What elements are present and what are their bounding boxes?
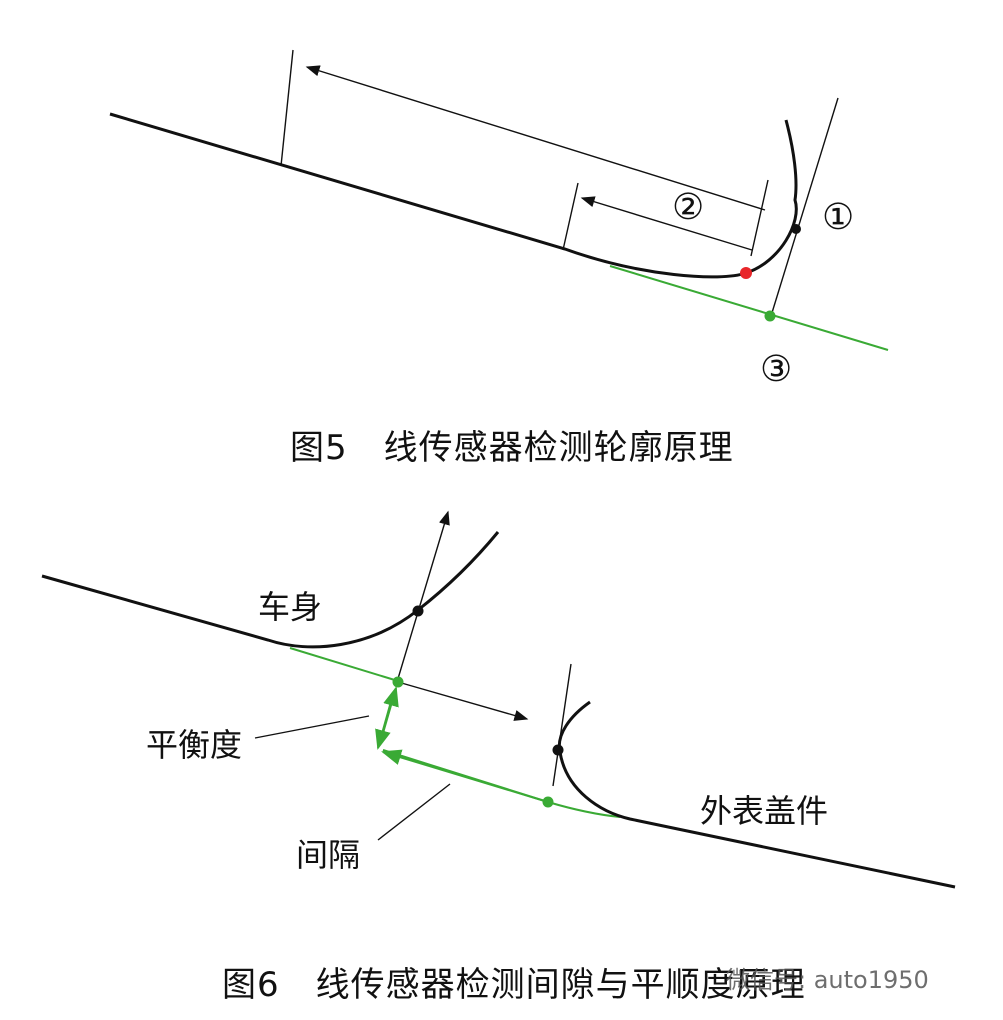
fig6-cover-normal-line (552, 663, 572, 787)
fig5-caption-number: 图5 (290, 428, 348, 468)
fig6-body-point-green (392, 676, 404, 688)
fig6-gap-leader (377, 783, 451, 841)
fig6-gap-arrow (381, 749, 549, 803)
fig6-cover-point-green (542, 796, 554, 808)
fig6-label-body: 车身 (258, 588, 323, 626)
fig6-body-normal-arrow (396, 510, 450, 683)
fig5-caption-text: 线传感器检测轮廓原理 (383, 428, 734, 468)
fig5-extension-line-a (280, 49, 294, 167)
fig5-point-3-green (764, 310, 776, 322)
fig6-caption-number: 图6 (222, 965, 280, 1005)
fig5-point-1 (791, 224, 801, 234)
fig5-caption: 图5 线传感器检测轮廓原理 (290, 420, 734, 469)
fig5-dimension-arrow-short (580, 196, 753, 251)
fig5-marker-3: ③ (760, 349, 793, 390)
fig5-extension-line-c (750, 179, 769, 257)
fig6-label-flush: 平衡度 (146, 726, 243, 764)
fig6-caption: 图6 线传感器检测间隙与平顺度原理 (222, 957, 806, 1006)
figure5-diagram (109, 49, 889, 351)
wechat-watermark: 微信号: auto1950 (726, 966, 929, 994)
fig6-body-point-black (412, 605, 424, 617)
fig5-surface-profile (109, 112, 798, 279)
fig5-extension-line-b (562, 182, 579, 251)
fig6-body-profile (41, 531, 500, 649)
fig6-flush-leader (254, 715, 370, 739)
fig6-cover-profile (557, 700, 956, 889)
fig5-point-2-red (740, 267, 752, 279)
fig5-marker-1: ① (822, 197, 855, 238)
fig5-dimension-arrow-long (305, 65, 766, 211)
fig5-normal-line (770, 97, 839, 317)
figure6-diagram (41, 510, 956, 889)
fig6-label-gap: 间隔 (296, 836, 361, 874)
fig6-label-cover: 外表盖件 (700, 792, 829, 830)
fig6-cover-reference-line (382, 749, 621, 818)
fig6-body-reference-line (289, 647, 399, 682)
fig6-flush-arrow-down (375, 697, 393, 750)
fig6-cover-point-black (552, 744, 564, 756)
fig6-caption-text: 线传感器检测间隙与平顺度原理 (315, 965, 806, 1005)
fig5-reference-line (609, 265, 889, 351)
fig6-projection-arrow (397, 681, 529, 721)
fig5-marker-2: ② (672, 187, 705, 228)
